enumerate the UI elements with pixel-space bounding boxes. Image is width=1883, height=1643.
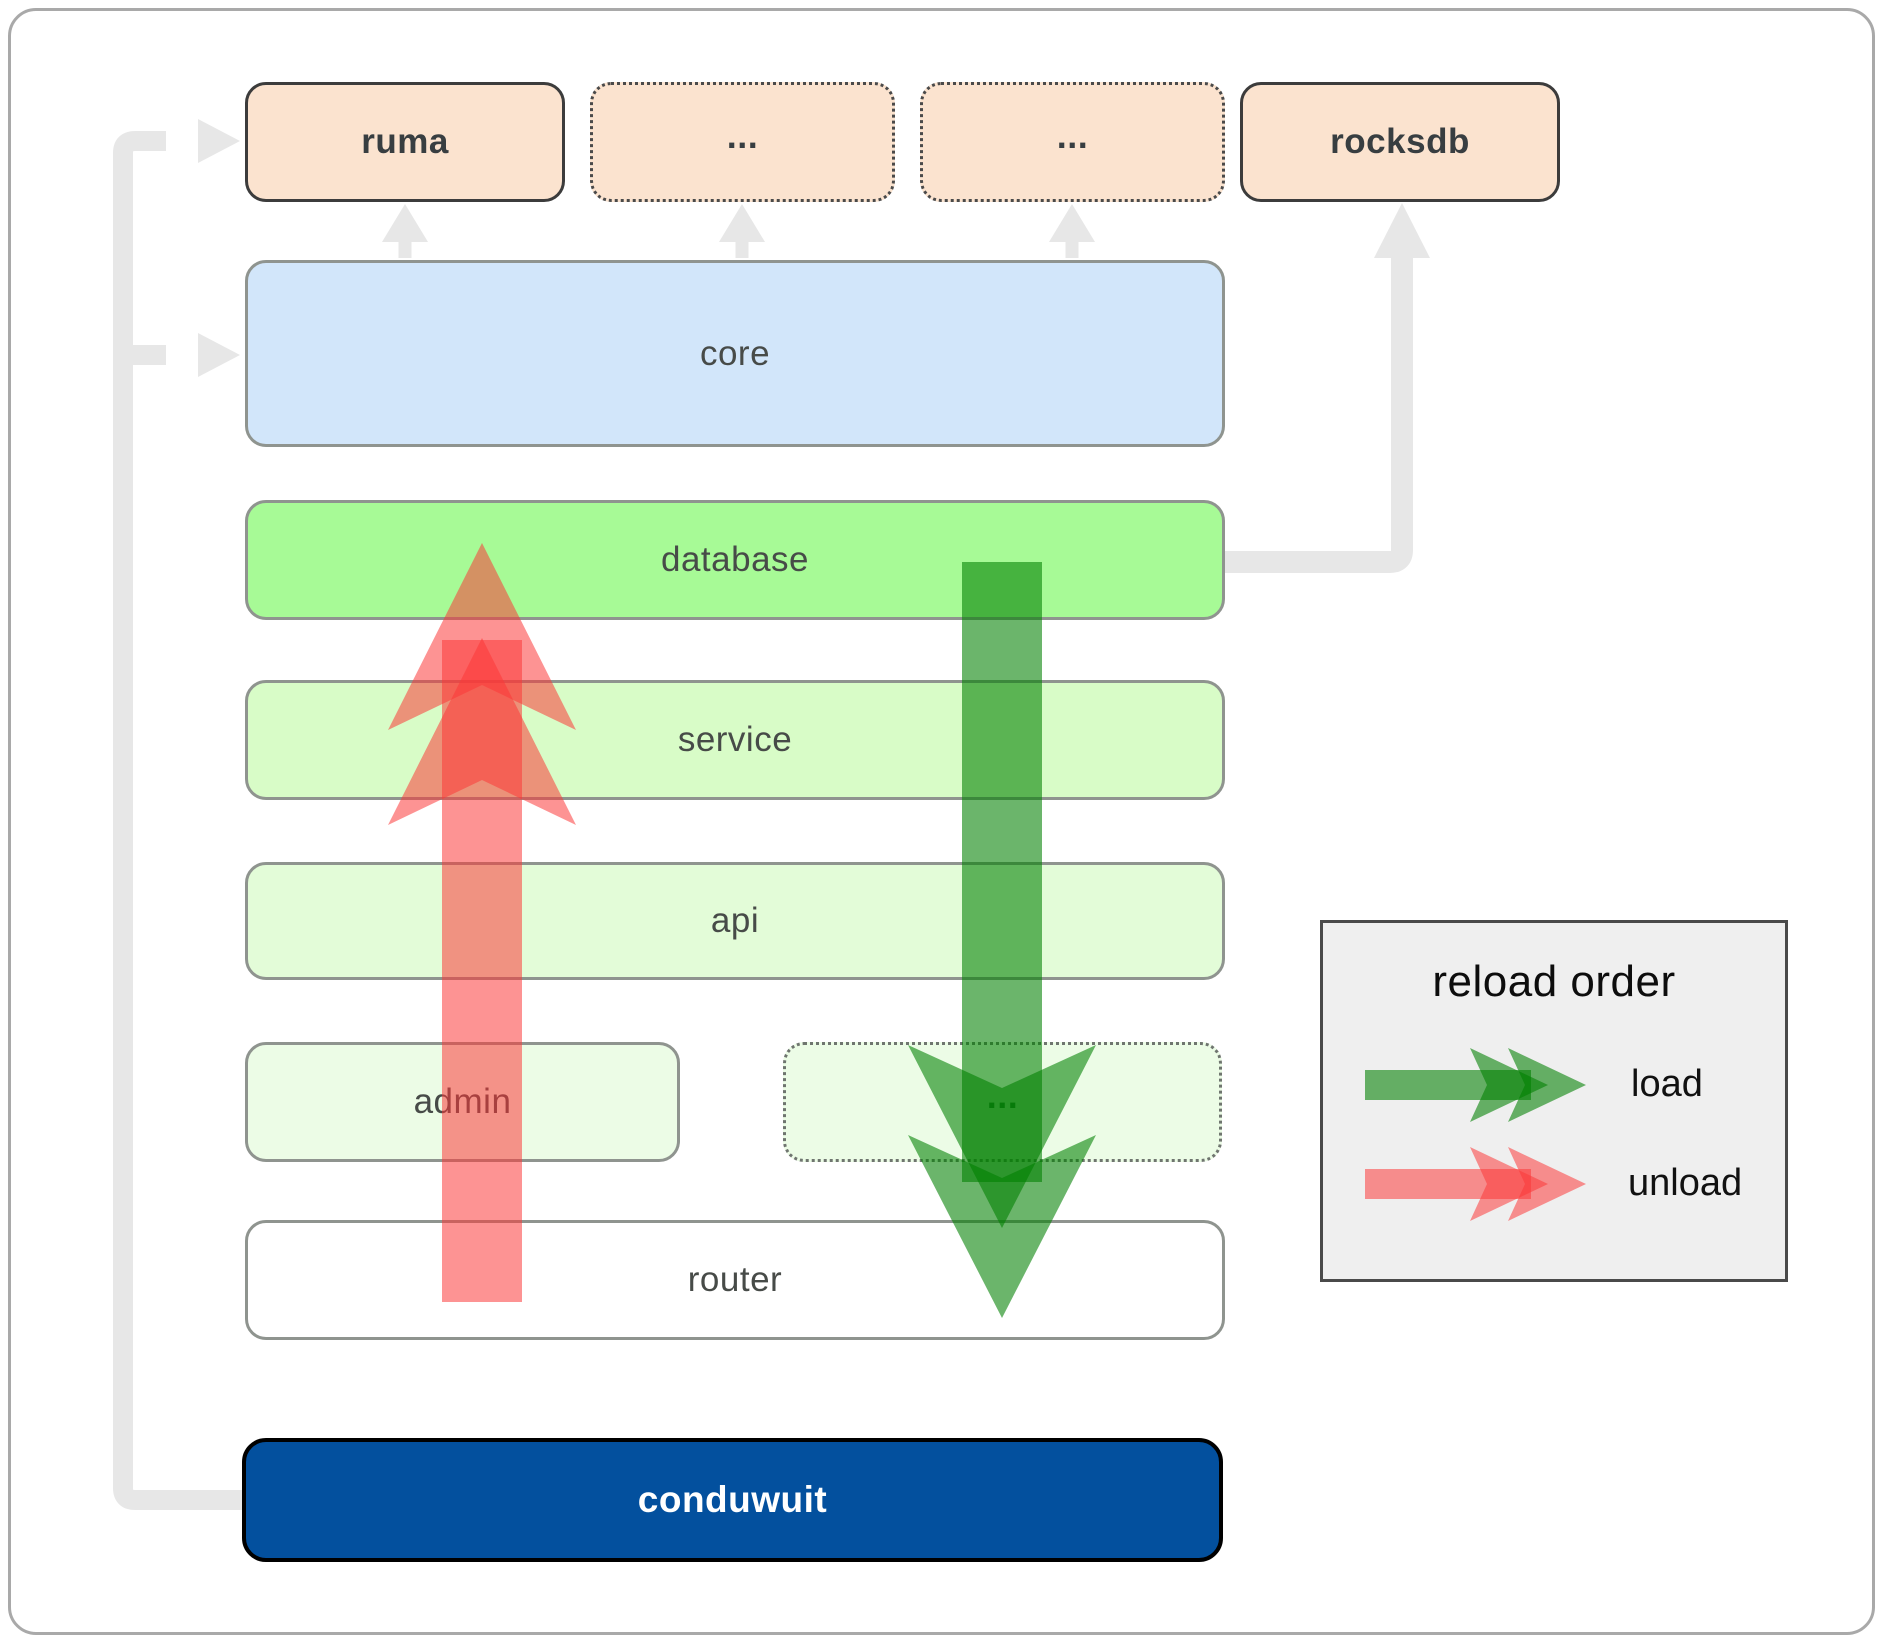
node-label: rocksdb bbox=[1330, 122, 1470, 161]
ellipsis-label: ... bbox=[726, 115, 759, 156]
node-label: router bbox=[687, 1260, 783, 1299]
node-router: router bbox=[245, 1220, 1225, 1340]
node-extension-top-2: ... bbox=[920, 82, 1225, 202]
legend-label-unload: unload bbox=[1628, 1162, 1743, 1204]
ellipsis-label: ... bbox=[986, 1075, 1019, 1116]
node-label: admin bbox=[413, 1082, 512, 1121]
ellipsis-label: ... bbox=[1056, 115, 1089, 156]
node-api: api bbox=[245, 862, 1225, 980]
node-label: core bbox=[699, 333, 771, 373]
diagram-frame bbox=[8, 8, 1875, 1635]
node-service: service bbox=[245, 680, 1225, 800]
node-ruma: ruma bbox=[245, 82, 565, 202]
node-core: core bbox=[245, 260, 1225, 447]
legend-title: reload order bbox=[1432, 957, 1676, 1006]
legend-label-load: load bbox=[1631, 1063, 1703, 1105]
node-label: api bbox=[710, 901, 760, 940]
legend-unload-arrow-icon bbox=[1365, 1147, 1586, 1221]
node-label: conduwuit bbox=[637, 1479, 828, 1520]
node-rocksdb: rocksdb bbox=[1240, 82, 1560, 202]
legend-arrows bbox=[1365, 1048, 1586, 1221]
node-conduwuit: conduwuit bbox=[242, 1438, 1223, 1562]
node-label: ruma bbox=[361, 122, 449, 161]
node-label: service bbox=[677, 720, 793, 759]
node-label: database bbox=[660, 540, 810, 579]
node-extension-top-1: ... bbox=[590, 82, 895, 202]
node-admin: admin bbox=[245, 1042, 680, 1162]
node-extension-admin: ... bbox=[783, 1042, 1222, 1162]
node-database: database bbox=[245, 500, 1225, 620]
legend-load-arrow-icon bbox=[1365, 1048, 1586, 1122]
legend-reload-order: reload order load unload bbox=[1320, 920, 1788, 1282]
